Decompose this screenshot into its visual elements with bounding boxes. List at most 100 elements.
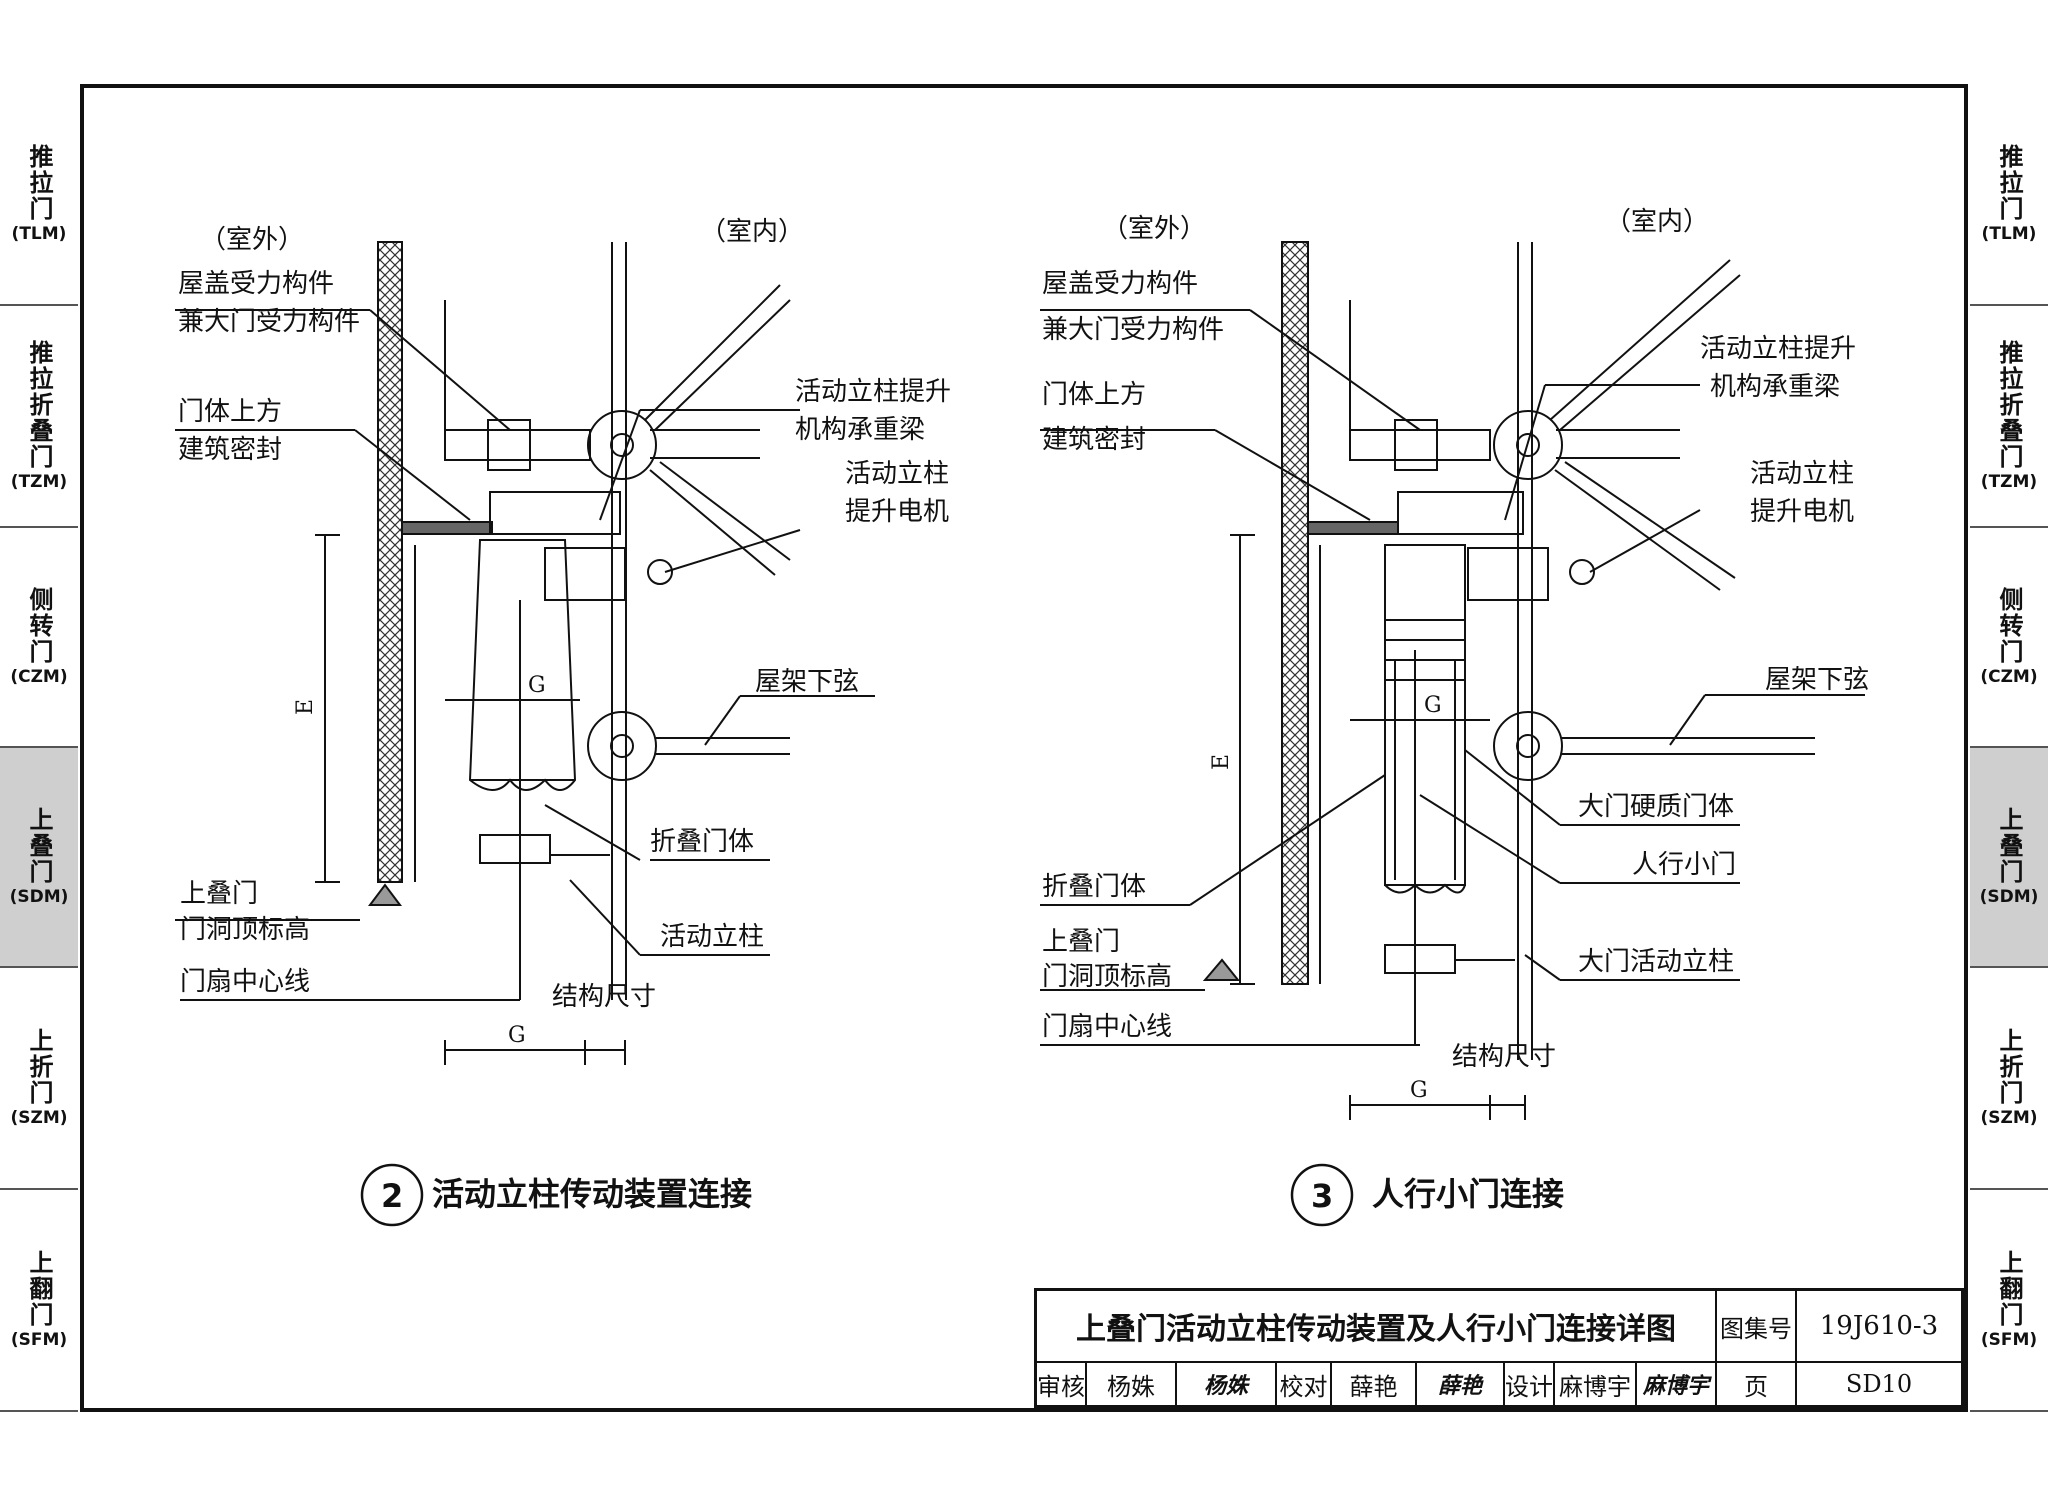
side-tab-left-3[interactable]: 侧转门(CZM): [0, 528, 78, 748]
d2-dim-g: G: [528, 673, 546, 698]
side-tab-left-5[interactable]: 上折门(SZM): [0, 968, 78, 1190]
d2-roof-member-1: 屋盖受力构件: [178, 269, 334, 299]
side-tab-code: (TLM): [11, 224, 67, 244]
title-block: 上叠门活动立柱传动装置及人行小门连接详图 图集号 19J610-3 审核 杨姝 …: [1034, 1288, 1964, 1408]
detail-3: [1040, 241, 1865, 1120]
side-tab-label: 上翻门: [25, 1250, 53, 1328]
side-tab-right-1[interactable]: 推拉门(TLM): [1970, 84, 2048, 306]
check-label: 校对: [1277, 1363, 1332, 1405]
d2-seal-1: 门体上方: [178, 397, 282, 427]
d3-roof-member-2: 兼大门受力构件: [1042, 315, 1224, 345]
side-tab-left-4[interactable]: 上叠门(SDM): [0, 748, 78, 968]
side-tab-code: (CZM): [10, 667, 68, 687]
side-tab-code: (SFM): [10, 1330, 68, 1350]
review-label: 审核: [1037, 1363, 1087, 1405]
d3-seal-1: 门体上方: [1042, 380, 1146, 410]
d2-caption-num: 2: [381, 1177, 403, 1215]
drawing-frame: [80, 84, 1968, 1412]
d2-lift-beam-1: 活动立柱提升: [795, 377, 951, 407]
side-tab-label: 侧转门: [1995, 587, 2023, 665]
d2-column: 活动立柱: [660, 922, 764, 952]
side-tab-right-4[interactable]: 上叠门(SDM): [1970, 748, 2048, 968]
side-tab-right-6[interactable]: 上翻门(SFM): [1970, 1190, 2048, 1412]
side-tab-code: (CZM): [1980, 667, 2038, 687]
d3-lift-beam-2: 机构承重梁: [1710, 372, 1840, 402]
d2-motor-1: 活动立柱: [845, 459, 949, 489]
side-tab-right-3[interactable]: 侧转门(CZM): [1970, 528, 2048, 748]
d3-motor-1: 活动立柱: [1750, 459, 1854, 489]
side-tab-code: (SFM): [1980, 1330, 2038, 1350]
d2-dim-e: E: [293, 699, 318, 715]
side-tab-code: (TZM): [10, 472, 68, 492]
d2-opening-2: 门洞顶标高: [180, 915, 310, 945]
d3-dim-g: G: [1424, 693, 1442, 718]
side-tab-left-2[interactable]: 推拉折叠门(TZM): [0, 306, 78, 528]
designer-signature: 麻博宇: [1637, 1363, 1717, 1405]
d2-seal-2: 建筑密封: [178, 435, 282, 465]
side-tab-label: 推拉门: [1995, 144, 2023, 222]
d3-caption-circle: [1290, 1163, 1354, 1227]
d3-struct: 结构尺寸: [1452, 1042, 1556, 1072]
side-tab-code: (TZM): [1980, 472, 2038, 492]
side-tab-code: (SZM): [10, 1108, 68, 1128]
d2-opening-1: 上叠门: [180, 879, 258, 909]
d3-outdoor: （室外）: [1102, 214, 1206, 244]
d3-dim-g2: G: [1410, 1078, 1428, 1103]
side-tab-label: 上折门: [25, 1028, 53, 1106]
d2-struct: 结构尺寸: [552, 982, 656, 1012]
d3-opening-2: 门洞顶标高: [1042, 962, 1172, 992]
side-tab-label: 上翻门: [1995, 1250, 2023, 1328]
side-tab-code: (SZM): [1980, 1108, 2038, 1128]
d3-opening-1: 上叠门: [1042, 927, 1120, 957]
checker-signature: 薛艳: [1417, 1363, 1505, 1405]
side-tab-label: 推拉门: [25, 144, 53, 222]
wall-hatch-3: [1281, 241, 1309, 985]
d2-folding: 折叠门体: [650, 827, 754, 857]
d3-hard-door: 大门硬质门体: [1578, 792, 1734, 822]
d3-centerline: 门扇中心线: [1042, 1012, 1172, 1042]
side-tab-code: (TLM): [1981, 224, 2037, 244]
d2-lift-beam-2: 机构承重梁: [795, 415, 925, 445]
side-tab-left-6[interactable]: 上翻门(SFM): [0, 1190, 78, 1412]
d3-seal-2: 建筑密封: [1042, 425, 1146, 455]
d2-caption: 活动立柱传动装置连接: [432, 1175, 752, 1213]
drawing-title: 上叠门活动立柱传动装置及人行小门连接详图: [1037, 1291, 1717, 1363]
d3-caption-num: 3: [1311, 1177, 1333, 1215]
design-label: 设计: [1505, 1363, 1555, 1405]
d3-dim-e: E: [1209, 754, 1234, 770]
side-tab-label: 上折门: [1995, 1028, 2023, 1106]
side-tab-label: 上叠门: [1995, 807, 2023, 885]
side-tab-right-5[interactable]: 上折门(SZM): [1970, 968, 2048, 1190]
side-tab-label: 推拉折叠门: [1995, 340, 2023, 470]
side-tab-label: 推拉折叠门: [25, 340, 53, 470]
atlas-number: 19J610-3: [1797, 1291, 1961, 1363]
side-tab-label: 上叠门: [25, 807, 53, 885]
checker-name: 薛艳: [1332, 1363, 1417, 1405]
page-number: SD10: [1845, 1370, 1913, 1398]
d3-roof-member-1: 屋盖受力构件: [1042, 269, 1198, 299]
d3-gate-column: 大门活动立柱: [1578, 947, 1734, 977]
wall-hatch-2: [377, 241, 403, 883]
atlas-label: 图集号: [1717, 1291, 1797, 1363]
d2-motor-2: 提升电机: [845, 497, 949, 527]
d2-roof-member-2: 兼大门受力构件: [178, 307, 360, 337]
d2-dim-g2: G: [508, 1023, 526, 1048]
designer-name: 麻博宇: [1555, 1363, 1637, 1405]
d3-indoor: （室内）: [1605, 207, 1709, 237]
detail-2: [175, 241, 875, 1065]
reviewer-name: 杨姝: [1087, 1363, 1177, 1405]
side-tab-code: (SDM): [9, 887, 69, 907]
d3-truss: 屋架下弦: [1765, 665, 1869, 695]
reviewer-signature: 杨姝: [1177, 1363, 1277, 1405]
d3-motor-2: 提升电机: [1750, 497, 1854, 527]
d2-caption-circle: [360, 1163, 424, 1227]
side-tab-code: (SDM): [1979, 887, 2039, 907]
d2-indoor: （室内）: [700, 217, 804, 247]
d3-wicket: 人行小门: [1632, 850, 1736, 880]
d3-lift-beam-1: 活动立柱提升: [1700, 334, 1856, 364]
d3-folding: 折叠门体: [1042, 872, 1146, 902]
d3-caption: 人行小门连接: [1372, 1175, 1564, 1213]
side-tab-right-2[interactable]: 推拉折叠门(TZM): [1970, 306, 2048, 528]
side-tab-left-1[interactable]: 推拉门(TLM): [0, 84, 78, 306]
